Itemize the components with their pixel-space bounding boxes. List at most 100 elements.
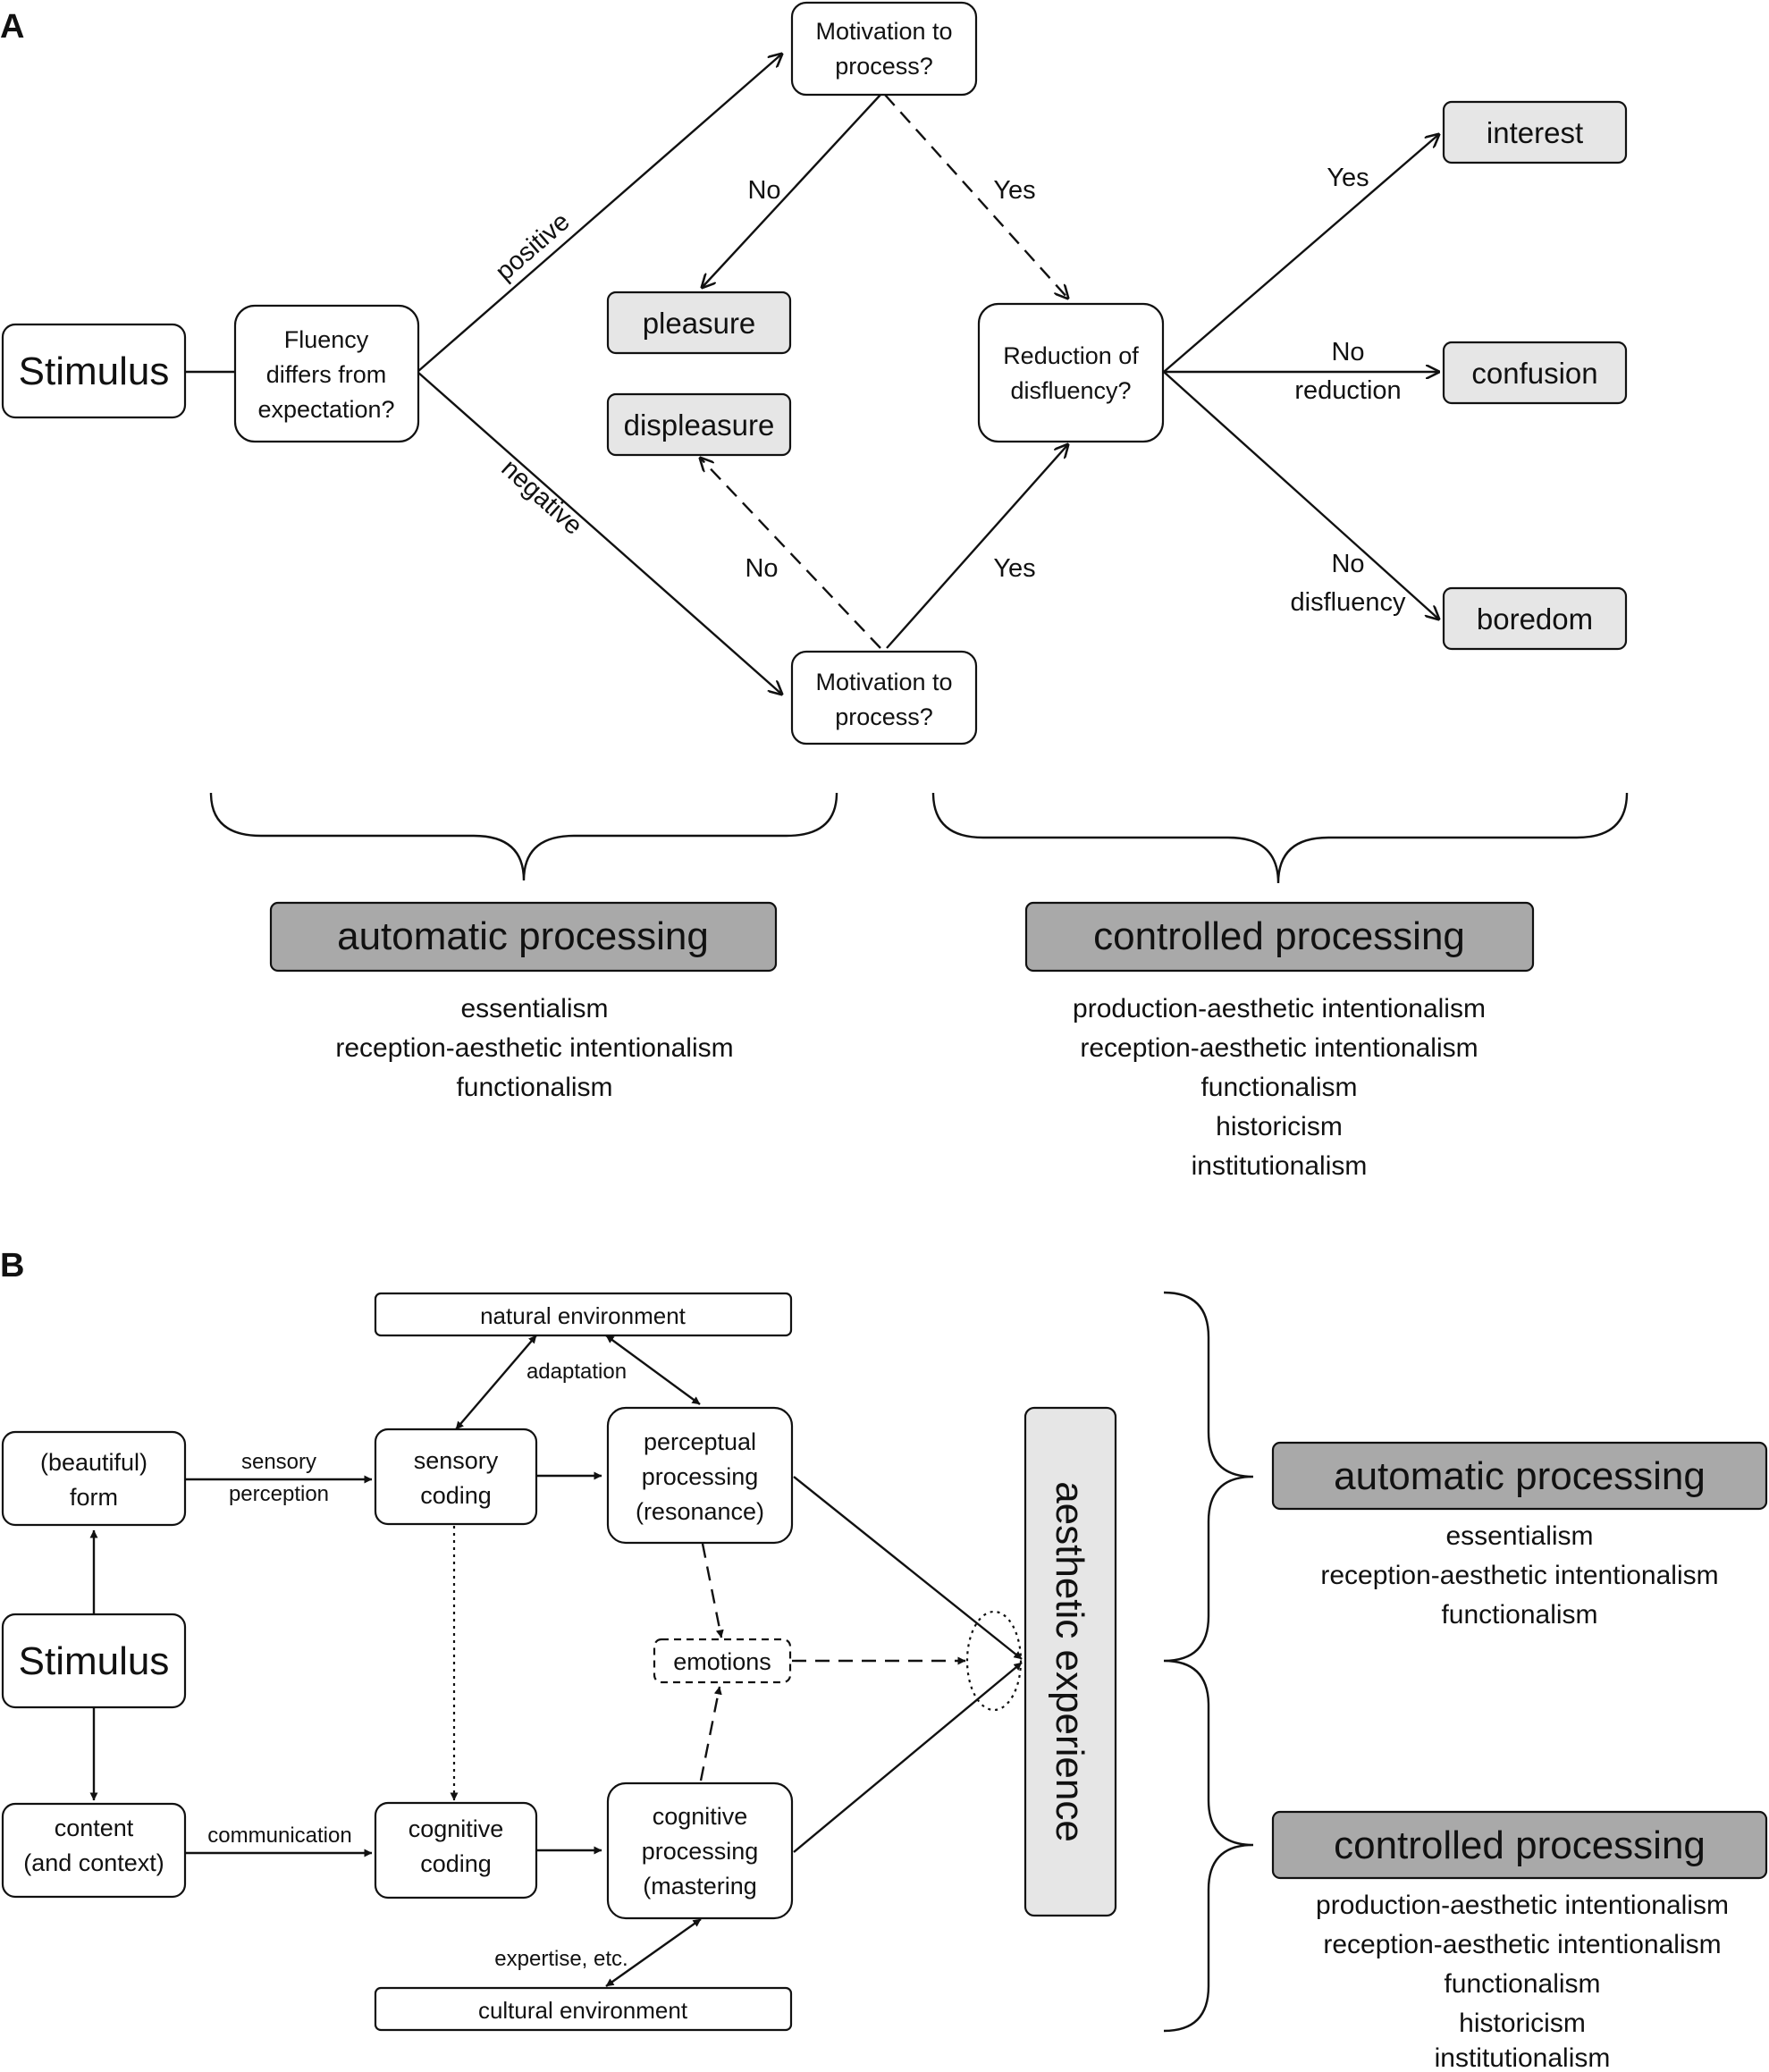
- cognitive-processing-line-1: cognitive: [653, 1803, 748, 1830]
- list-item: functionalism: [1200, 1073, 1357, 1102]
- automatic-list-a: essentialism reception-aesthetic intenti…: [335, 994, 733, 1102]
- list-item: institutionalism: [1192, 1151, 1368, 1181]
- fluency-line-2: differs from: [266, 361, 387, 388]
- pleasure-label: pleasure: [643, 307, 756, 340]
- no-reduction-line-1: No: [1331, 338, 1364, 366]
- positive-arrow: [417, 54, 782, 373]
- fluency-node: Fluency differs from expectation?: [233, 304, 420, 443]
- sensory-coding-line-2: coding: [420, 1482, 492, 1509]
- controlled-processing-label-b: controlled processing: [1334, 1824, 1706, 1867]
- perceptual-processing-node: perceptual processing (resonance): [606, 1406, 794, 1545]
- interest-yes-label: Yes: [1327, 164, 1369, 192]
- panel-a: A Stimulus Fluency differs from expectat…: [0, 1, 1629, 1181]
- pleasure-node: pleasure: [606, 291, 792, 355]
- perceptual-to-emotions-dashed-arrow: [701, 1543, 724, 1638]
- controlled-brace: [931, 792, 1629, 884]
- list-item: institutionalism: [1435, 2043, 1611, 2072]
- list-item: historicism: [1216, 1112, 1343, 1141]
- natural-environment-label: natural environment: [480, 1302, 687, 1329]
- perceptual-processing-line-1: perceptual: [644, 1428, 756, 1455]
- fluency-line-3: expectation?: [257, 396, 394, 423]
- content-line-1: content: [55, 1815, 134, 1841]
- interest-label: interest: [1487, 116, 1583, 149]
- cultural-environment-label: cultural environment: [478, 1997, 688, 2024]
- motivation-top-line-1: Motivation to: [815, 18, 952, 45]
- no-disfluency-line-2: disfluency: [1291, 588, 1406, 617]
- controlled-list-a: production-aesthetic intentionalism rece…: [1073, 994, 1486, 1181]
- cognitive-processing-line-3: (mastering: [643, 1873, 757, 1899]
- stimulus-node: Stimulus: [1, 323, 187, 419]
- reduction-line-1: Reduction of: [1003, 342, 1139, 369]
- stimulus-label: Stimulus: [19, 350, 170, 393]
- reduction-line-2: disfluency?: [1010, 377, 1131, 404]
- cognitive-processing-node: cognitive processing (mastering: [606, 1781, 794, 1920]
- top-no-label: No: [747, 176, 780, 205]
- perceptual-to-experience-arrow: [793, 1476, 1023, 1660]
- motivation-bottom-node: Motivation to process?: [790, 650, 978, 745]
- cognitive-coding-node: cognitive coding: [374, 1801, 538, 1899]
- content-node: content (and context): [1, 1802, 187, 1899]
- motivation-top-node: Motivation to process?: [790, 1, 978, 97]
- cognitive-coding-line-2: coding: [420, 1850, 492, 1877]
- negative-arrow: [417, 371, 782, 695]
- stimulus-label-b: Stimulus: [19, 1639, 170, 1683]
- automatic-list-b: essentialism reception-aesthetic intenti…: [1320, 1521, 1718, 1630]
- panel-b: B natural environment adaptation (beauti…: [0, 1247, 1768, 2072]
- panel-a-label: A: [0, 8, 24, 46]
- communication-label: communication: [207, 1824, 351, 1848]
- emotions-label: emotions: [673, 1648, 771, 1675]
- list-item: reception-aesthetic intentionalism: [1320, 1561, 1718, 1590]
- reduction-node: Reduction of disfluency?: [977, 302, 1165, 443]
- list-item: functionalism: [1444, 1969, 1600, 1999]
- controlled-list-b: production-aesthetic intentionalism rece…: [1316, 1891, 1729, 2072]
- displeasure-node: displeasure: [606, 392, 792, 457]
- right-brace: [1163, 1291, 1254, 2033]
- list-item: production-aesthetic intentionalism: [1316, 1891, 1729, 1920]
- perceptual-processing-line-2: processing: [642, 1463, 759, 1490]
- fluency-line-1: Fluency: [284, 326, 369, 353]
- perceptual-processing-line-3: (resonance): [636, 1498, 764, 1525]
- bottom-yes-arrow: [886, 444, 1068, 649]
- cognitive-processing-line-2: processing: [642, 1838, 759, 1865]
- content-line-2: (and context): [23, 1849, 164, 1876]
- aesthetic-experience-label: aesthetic experience: [1048, 1481, 1091, 1842]
- list-item: essentialism: [1445, 1521, 1593, 1551]
- bottom-yes-label: Yes: [993, 554, 1035, 583]
- list-item: production-aesthetic intentionalism: [1073, 994, 1486, 1023]
- sensory-coding-line-1: sensory: [414, 1447, 499, 1474]
- interest-arrow: [1163, 134, 1439, 373]
- controlled-processing-node-b: controlled processing: [1271, 1810, 1768, 1880]
- aesthetic-experience-node: aesthetic experience: [1023, 1406, 1117, 1917]
- motivation-bottom-line-1: Motivation to: [815, 669, 952, 695]
- confusion-node: confusion: [1442, 341, 1628, 405]
- list-item: functionalism: [456, 1073, 612, 1102]
- positive-label: positive: [490, 207, 575, 287]
- boredom-label: boredom: [1477, 602, 1593, 636]
- adaptation-label: adaptation: [526, 1360, 627, 1384]
- list-item: reception-aesthetic intentionalism: [1080, 1033, 1478, 1063]
- boredom-arrow: [1163, 371, 1439, 619]
- list-item: reception-aesthetic intentionalism: [335, 1033, 733, 1063]
- list-item: essentialism: [460, 994, 608, 1023]
- automatic-processing-node-b: automatic processing: [1271, 1441, 1768, 1511]
- list-item: reception-aesthetic intentionalism: [1323, 1930, 1721, 1959]
- panel-b-label: B: [0, 1247, 24, 1284]
- displeasure-label: displeasure: [624, 409, 775, 442]
- expertise-arrow: [605, 1918, 702, 1987]
- cognitive-coding-line-1: cognitive: [409, 1815, 504, 1842]
- interest-node: interest: [1442, 100, 1628, 164]
- sensory-perception-line-1: sensory: [241, 1450, 316, 1474]
- top-yes-dashed-arrow: [884, 94, 1068, 299]
- beautiful-form-line-1: (beautiful): [40, 1449, 147, 1476]
- motivation-top-line-2: process?: [835, 53, 933, 80]
- sensory-perception-line-2: perception: [229, 1482, 329, 1506]
- controlled-processing-node-a: controlled processing: [1024, 901, 1535, 973]
- expertise-label: expertise, etc.: [494, 1947, 628, 1971]
- cultural-environment-node: cultural environment: [374, 1986, 793, 2032]
- list-item: functionalism: [1441, 1600, 1597, 1630]
- motivation-bottom-line-2: process?: [835, 703, 933, 730]
- sensory-coding-node: sensory coding: [374, 1428, 538, 1526]
- top-no-arrow: [702, 94, 881, 288]
- negative-label: negative: [496, 454, 588, 541]
